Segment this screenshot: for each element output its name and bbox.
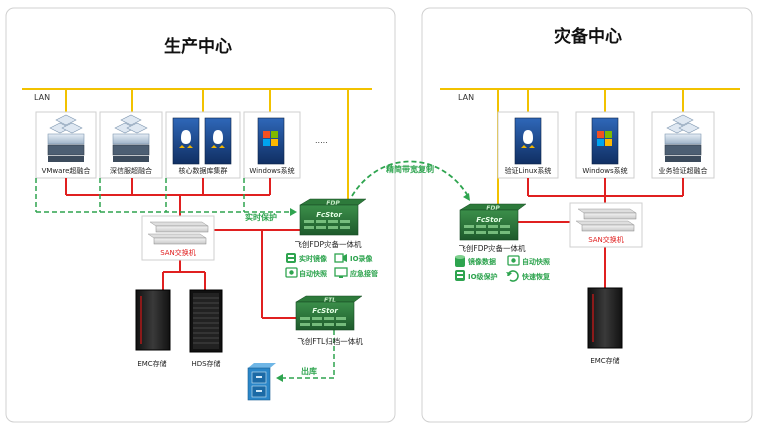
feature-label: 应急接管 [350,269,378,278]
replication-link [351,160,469,197]
storage-label: HDS存储 [191,359,220,368]
export-arrow-head [276,374,283,382]
server-windows-dr: Windows系统 [575,111,635,179]
hds-storage: HDS存储 [189,289,223,368]
feature-label: 自动快照 [299,269,327,278]
san-switch-label: SAN交换机 [160,248,196,257]
hyperconverged-icon [47,114,85,162]
replication-label: 精简带宽复制 [386,164,434,174]
feature-label: 快速恢复 [522,272,551,281]
storage-label: EMC存储 [137,359,166,368]
server-verify-linux: 验证Linux系统 [497,111,559,179]
device-label: 飞创FTL归档一体机 [297,336,363,346]
realtime-protect-links [35,178,335,379]
hyperconverged-icon [664,114,702,162]
production-center-title: 生产中心 [164,36,232,57]
server-label: Windows系统 [249,166,294,175]
server-vmware: VMware超融合 [35,111,97,179]
export-label: 出库 [301,366,317,376]
device-label: 飞创FDP灾备一体机 [294,239,362,249]
windows-server-icon [257,117,285,165]
fdp-appliance-right: FDP FcStor 飞创FDP灾备一体机 [458,203,527,253]
linux-server-icon [172,117,200,165]
server-windows: Windows系统 [243,111,301,179]
server-label: VMware超融合 [42,166,91,175]
dr-center-title: 灾备中心 [554,26,622,47]
realtime-protect-label: 实时保护 [245,212,277,222]
fdp-feature-list-left: 实时镜像 IO录像 自动快照 应急接管 [285,253,378,278]
more-servers-ellipsis: ..... [315,136,328,145]
server-label: 深信服超融合 [110,166,152,175]
feature-label: IO录像 [350,254,374,263]
server-label: 核心数据库集群 [179,166,228,175]
io-recorder-icon [334,253,347,263]
lan-label-right: LAN [458,93,474,102]
san-switch-left: SAN交换机 [141,215,215,261]
san-switch-label: SAN交换机 [588,235,624,244]
feature-label: 镜像数据 [468,257,496,266]
device-front-logo: FcStor [476,216,502,224]
lan-label-left: LAN [34,93,50,102]
mirror-data-icon [455,255,465,267]
device-top-logo: FTL [324,297,336,304]
protect-arrow-head [290,208,297,216]
feature-label: 自动快照 [522,257,550,266]
san-links-right [515,178,684,288]
storage-label: EMC存储 [590,356,619,365]
emc-storage-right: EMC存储 [587,287,623,365]
linux-server-icon [204,117,232,165]
fdp-feature-list-right: 镜像数据 自动快照 IO级保护 快速恢复 [455,255,551,282]
ftl-archive-appliance: FTL FcStor 飞创FTL归档一体机 [295,295,363,346]
fdp-appliance-left: FDP FcStor 飞创FDP灾备一体机 [294,198,367,249]
device-top-logo: FDP [326,200,340,207]
io-protect-icon [455,270,465,281]
server-label: 验证Linux系统 [505,166,552,175]
auto-snapshot-icon [507,255,520,266]
emc-storage-left: EMC存储 [135,289,171,368]
device-front-logo: FcStor [316,211,342,219]
device-label: 飞创FDP灾备一体机 [458,243,526,253]
san-switch-right: SAN交换机 [569,202,643,248]
server-label: Windows系统 [582,166,627,175]
server-core-db-cluster: 核心数据库集群 [165,111,241,179]
windows-server-icon [591,117,619,165]
hyperconverged-icon [112,114,150,162]
server-sangfor: 深信服超融合 [99,111,163,179]
server-label: 业务验证超融合 [659,166,708,175]
fast-recovery-icon [506,270,519,282]
device-front-logo: FcStor [312,307,338,315]
replication-arrow-head [463,193,470,201]
realtime-mirror-icon [286,253,296,263]
feature-label: IO级保护 [468,272,498,281]
server-business-verify-hci: 业务验证超融合 [651,111,715,179]
archive-cabinet-icon [247,363,276,401]
feature-label: 实时镜像 [299,254,328,263]
linux-server-icon [514,117,542,165]
emergency-takeover-icon [334,267,348,278]
auto-snapshot-icon [285,267,298,278]
device-top-logo: FDP [486,205,500,212]
